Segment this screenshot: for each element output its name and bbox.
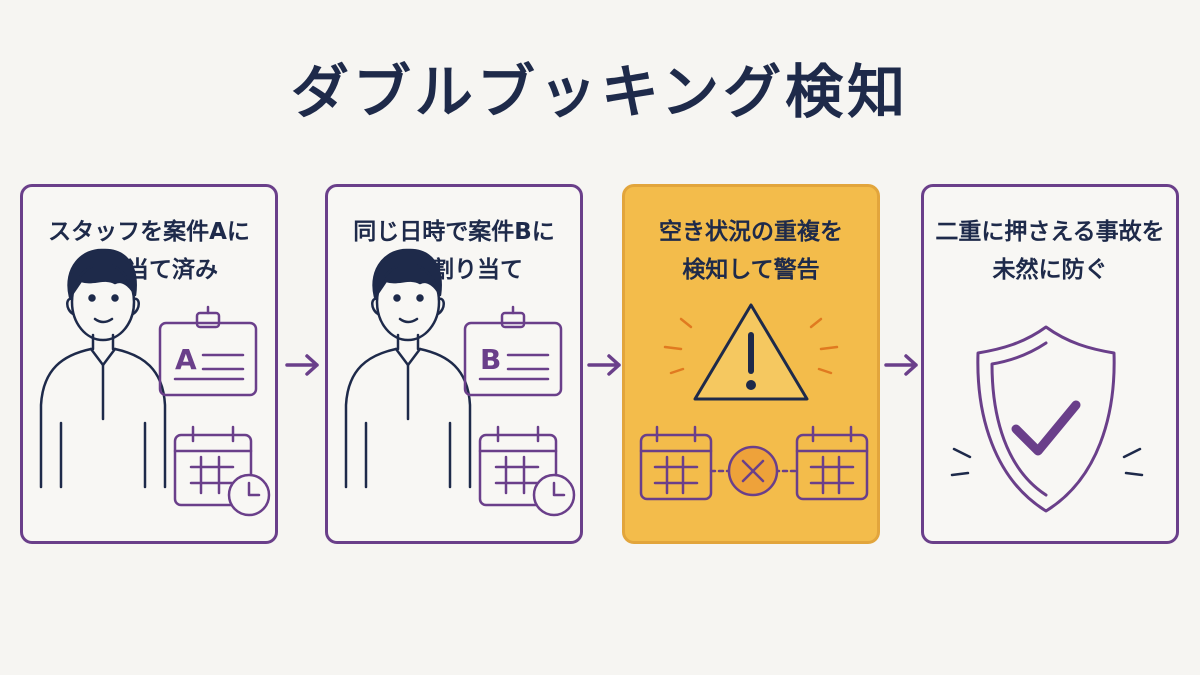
arrow-right-icon (884, 354, 918, 376)
arrow-right-icon (587, 354, 621, 376)
step-card-1: スタッフを案件Aに 割り当て済み A (20, 184, 278, 544)
step-4-line-2: 未然に防ぐ (992, 257, 1108, 283)
step-card-4: 二重に押さえる事故を 未然に防ぐ (921, 184, 1179, 544)
calendar-clock-icon (173, 425, 271, 517)
step-3-line-1: 空き状況の重複を (659, 219, 843, 245)
calendar-icon (639, 425, 713, 501)
arrow-right-icon (285, 354, 319, 376)
case-clipboard-icon (463, 305, 563, 397)
step-3-text: 空き状況の重複を 検知して警告 (633, 213, 869, 289)
step-4-text: 二重に押さえる事故を 未然に防ぐ (932, 213, 1168, 289)
step-4-illustration (950, 325, 1144, 513)
step-1-line-1: スタッフを案件Aに (48, 219, 250, 245)
step-3-line-2: 検知して警告 (682, 257, 820, 283)
step-2-line-1: 同じ日時で案件Bに (353, 219, 555, 245)
case-letter: B (480, 343, 501, 376)
step-3-illustration (639, 303, 869, 501)
conflict-x-icon (709, 445, 799, 497)
warning-triangle-icon (693, 303, 809, 401)
sparkle-lines-icon (950, 447, 1144, 477)
step-2-illustration: B (344, 248, 576, 517)
calendar-icon (795, 425, 869, 501)
step-4-line-1: 二重に押さえる事故を (935, 219, 1165, 245)
step-card-2: 同じ日時で案件Bに 再度割り当て B (325, 184, 583, 544)
staff-person-icon (39, 248, 167, 489)
step-card-3: 空き状況の重複を 検知して警告 (622, 184, 880, 544)
step-1-illustration: A (39, 248, 271, 517)
alert-burst-lines-icon (663, 317, 839, 375)
staff-person-icon (344, 248, 472, 489)
shield-check-icon (976, 325, 1116, 513)
page-title: ダブルブッキング検知 (290, 58, 910, 126)
calendar-clock-icon (478, 425, 576, 517)
case-letter: A (175, 343, 197, 376)
case-clipboard-icon (158, 305, 258, 397)
